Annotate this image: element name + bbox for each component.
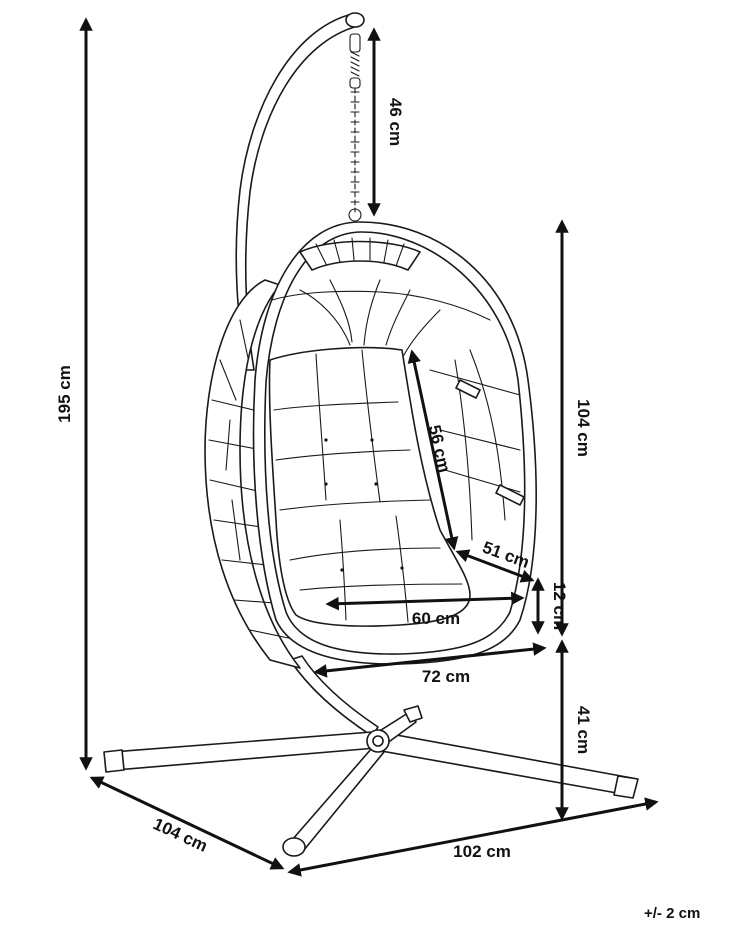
seat-depth-line [455, 549, 535, 583]
tolerance-note: +/- 2 cm [644, 905, 701, 922]
cushion-thickness-label: 12 cm [550, 582, 569, 630]
seat-width-line [325, 591, 525, 611]
chain-length-label: 46 cm [386, 98, 405, 146]
total-height-label: 195 cm [55, 365, 74, 423]
base-depth-line [89, 776, 285, 870]
hanging-chain [348, 33, 362, 222]
dimension-lines [79, 17, 659, 877]
egg-width-label: 72 cm [422, 667, 470, 686]
egg-width-line [313, 642, 547, 678]
egg-height-label: 104 cm [574, 399, 593, 457]
base-width-label: 102 cm [453, 842, 511, 861]
ground-clearance-label: 41 cm [574, 706, 593, 754]
base-width-line [287, 797, 659, 877]
seat-width-label: 60 cm [412, 609, 460, 628]
seat-cushion [268, 346, 471, 627]
backrest-height-line [407, 349, 459, 551]
